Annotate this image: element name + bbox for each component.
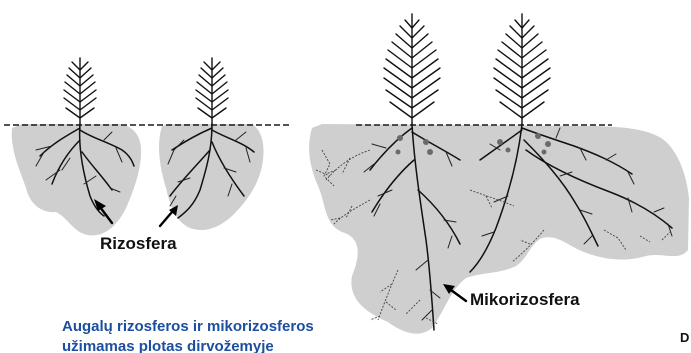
rhizosphere-zone-left [12,124,141,235]
arrow-rhizosphere-2 [160,205,178,226]
plant-shoot-1 [64,58,96,124]
plant-shoot-3 [384,14,440,124]
plant-shoot-4 [494,14,550,124]
plant-shoot-2 [196,58,228,124]
corner-text: D [680,330,689,345]
caption-line-1: Augalų rizosferos ir mikorizosferos [62,318,314,335]
rhizosphere-label: Rizosfera [100,234,177,253]
mycorrhizosphere-label: Mikorizosfera [470,290,580,309]
caption-line-2: užimamas plotas dirvožemyje [62,338,274,353]
